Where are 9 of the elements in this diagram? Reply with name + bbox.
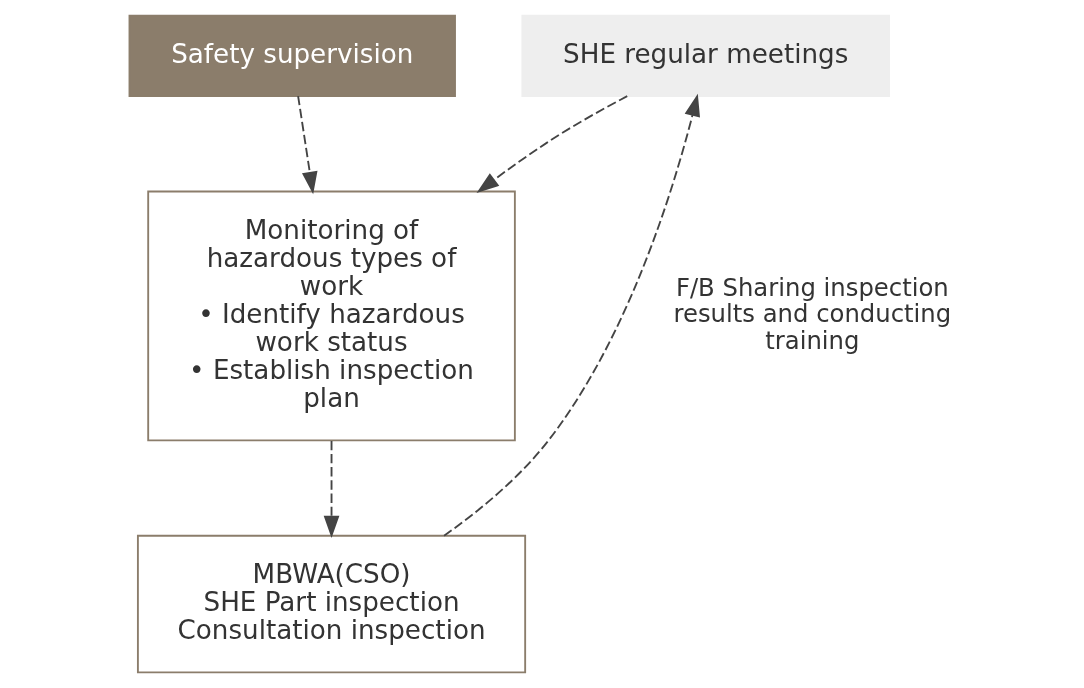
arrow: [476, 95, 629, 193]
arrow: [443, 93, 700, 537]
node-box: SHE regular meetings: [521, 14, 890, 98]
arrow: [297, 95, 318, 195]
arrow: [323, 439, 340, 539]
node-box: Monitoring of hazardous types of work • Identify hazardous work status • Establish inspection plan: [147, 190, 516, 442]
edge-label: F/B Sharing inspection results and conducting training: [673, 273, 952, 355]
node-box: MBWA(CSO) SHE Part inspection Consultation inspection: [136, 534, 527, 674]
node-box: Safety supervision: [128, 14, 456, 98]
